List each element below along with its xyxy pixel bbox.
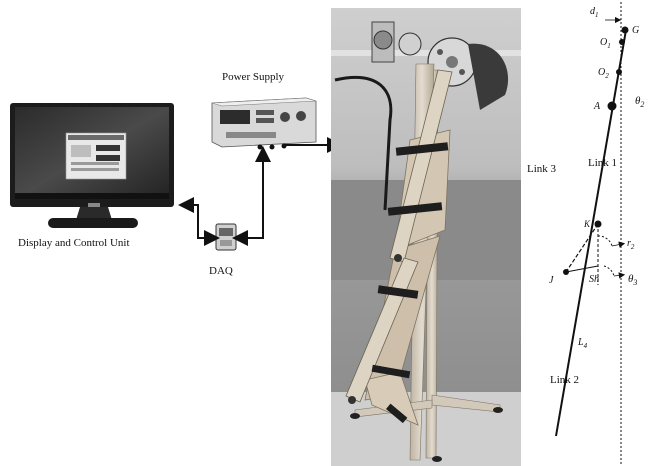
link-1-line <box>555 29 627 437</box>
joint-J <box>563 269 569 275</box>
label-A: A <box>593 101 601 112</box>
power-supply-icon <box>211 97 317 150</box>
power-motor-cable <box>283 137 343 153</box>
label-link1: Link 1 <box>588 157 617 169</box>
joint-O1 <box>619 39 625 45</box>
exoskeleton-photo <box>331 8 521 466</box>
link-3-line <box>565 223 599 273</box>
label-link3: Link 3 <box>527 163 557 175</box>
power-supply-label: Power Supply <box>222 71 285 83</box>
label-O2: O2 <box>598 67 609 80</box>
joint-O2 <box>616 69 622 75</box>
joint-A <box>607 101 617 111</box>
label-J: J <box>549 275 554 286</box>
joint-G <box>621 26 629 34</box>
label-G: G <box>632 25 639 36</box>
label-O1: O1 <box>600 37 611 50</box>
r2-arc <box>597 235 613 247</box>
monitor-icon <box>10 103 174 228</box>
schematic-labels: d1 G O1 O2 A θ2 Link 3 Link 1 K r2 J Sh … <box>527 6 644 386</box>
label-Sh: Sh <box>589 274 599 285</box>
connection-lines <box>178 137 343 246</box>
daq-power-cable <box>232 146 271 246</box>
monitor-daq-cable <box>178 197 220 246</box>
label-link2: Link 2 <box>550 374 579 386</box>
label-theta3: θ3 <box>628 273 637 287</box>
label-K: K <box>583 219 591 229</box>
joint-K <box>594 220 602 228</box>
label-L4: L4 <box>577 337 588 350</box>
label-theta2: θ2 <box>635 95 644 109</box>
daq-icon <box>215 223 237 251</box>
daq-label: DAQ <box>209 265 233 277</box>
label-r2: r2 <box>627 238 635 251</box>
kinematic-schematic <box>555 2 629 466</box>
theta3-arc <box>603 265 615 277</box>
display-label: Display and Control Unit <box>18 237 130 249</box>
label-d1: d1 <box>590 6 599 19</box>
